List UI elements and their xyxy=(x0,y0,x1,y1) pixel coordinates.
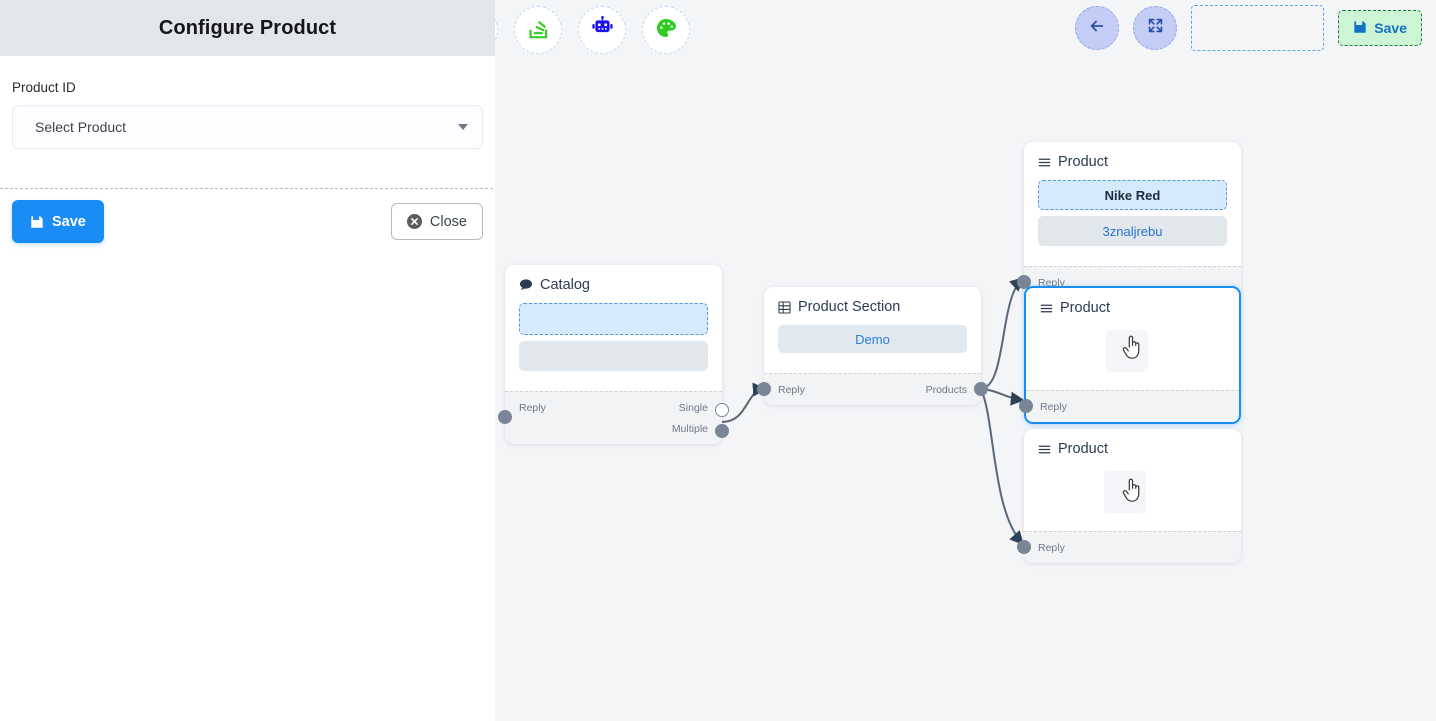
node-product-section-content: Demo xyxy=(764,319,981,373)
node-product-3-header: Product xyxy=(1024,429,1241,461)
node-product-3-footer: Reply xyxy=(1017,531,1241,563)
canvas-toolbar-right: Save xyxy=(1075,0,1422,56)
save-button[interactable]: Save xyxy=(12,200,104,243)
chevron-down-icon xyxy=(458,124,468,130)
port-label-single: Single xyxy=(678,401,708,414)
collapse-button[interactable] xyxy=(1133,6,1178,50)
tool-button-partial[interactable] xyxy=(495,6,498,54)
node-product-section-footer: Reply Products xyxy=(757,373,988,405)
port-label-reply: Reply xyxy=(519,401,546,414)
port-out-multiple[interactable] xyxy=(715,424,729,438)
robot-icon-button[interactable] xyxy=(578,6,626,54)
arrow-left-icon xyxy=(1088,17,1106,40)
port-label-reply: Reply xyxy=(1038,541,1065,554)
product-id-select[interactable]: Select Product xyxy=(12,105,483,149)
panel-footer: Save Close xyxy=(0,200,495,243)
canvas-save-button[interactable]: Save xyxy=(1338,10,1422,46)
port-label-reply: Reply xyxy=(1040,400,1067,413)
node-product-1[interactable]: Product Nike Red 3znaljrebu Reply xyxy=(1017,142,1241,298)
port-out-products[interactable] xyxy=(974,382,988,396)
stack-overflow-icon-button[interactable] xyxy=(514,6,562,54)
drop-placeholder xyxy=(1106,330,1148,372)
toolbar-placeholder-slot[interactable] xyxy=(1191,5,1325,51)
grid-icon xyxy=(778,300,791,314)
product-id-select-value: Select Product xyxy=(35,119,127,135)
node-product-3-title: Product xyxy=(1058,441,1108,457)
node-catalog-content xyxy=(505,297,722,391)
flow-canvas[interactable]: Save xyxy=(495,0,1436,721)
product-section-item-demo[interactable]: Demo xyxy=(778,325,967,353)
palette-icon xyxy=(654,16,678,45)
list-icon xyxy=(1038,443,1051,456)
port-label-reply: Reply xyxy=(778,383,805,396)
save-icon xyxy=(30,215,44,229)
node-product-section-header: Product Section xyxy=(764,287,981,319)
port-in-reply[interactable] xyxy=(1017,540,1031,554)
node-catalog-header: Catalog xyxy=(505,265,722,297)
port-in-reply[interactable] xyxy=(757,382,771,396)
canvas-save-label: Save xyxy=(1374,20,1407,36)
node-product-1-content: Nike Red 3znaljrebu xyxy=(1024,174,1241,266)
node-product-2[interactable]: Product Reply xyxy=(1019,286,1241,424)
list-icon xyxy=(1038,156,1051,169)
panel-divider xyxy=(0,188,493,189)
port-label-reply: Reply xyxy=(1038,276,1065,289)
port-label-multiple: Multiple xyxy=(671,422,708,435)
node-product-3[interactable]: Product Reply xyxy=(1017,429,1241,563)
node-catalog-title: Catalog xyxy=(540,277,590,293)
configure-product-panel: Configure Product Product ID Select Prod… xyxy=(0,0,495,721)
save-button-label: Save xyxy=(52,213,86,230)
node-product-2-title: Product xyxy=(1060,300,1110,316)
product-1-item-2[interactable]: 3znaljrebu xyxy=(1038,216,1227,246)
catalog-item-2[interactable] xyxy=(519,341,708,371)
page-title: Configure Product xyxy=(158,16,337,39)
panel-body: Product ID Select Product xyxy=(0,56,495,186)
node-product-1-header: Product xyxy=(1024,142,1241,174)
product-id-label: Product ID xyxy=(12,80,76,95)
canvas-toolbar-left xyxy=(495,0,690,60)
port-in-reply[interactable] xyxy=(1019,399,1033,413)
node-product-2-content xyxy=(1026,320,1239,390)
edge-section-to-product-1 xyxy=(980,277,1025,390)
node-product-section[interactable]: Product Section Demo Reply Products xyxy=(757,287,988,405)
node-product-section-title: Product Section xyxy=(798,299,901,315)
chat-bubble-icon xyxy=(519,278,533,292)
close-button-label: Close xyxy=(429,213,467,230)
node-catalog[interactable]: Catalog Reply Single Multiple xyxy=(498,265,729,444)
product-1-item-1[interactable]: Nike Red xyxy=(1038,180,1227,210)
robot-icon xyxy=(590,15,615,45)
save-icon xyxy=(1353,20,1367,37)
panel-header: Configure Product xyxy=(0,0,495,56)
collapse-arrows-icon xyxy=(1147,17,1164,39)
port-out-single[interactable] xyxy=(715,403,729,417)
node-product-2-footer: Reply xyxy=(1019,390,1239,422)
close-circle-icon xyxy=(406,214,422,229)
catalog-item-1[interactable] xyxy=(519,303,708,335)
port-in-reply[interactable] xyxy=(498,410,512,424)
node-catalog-footer: Reply Single Multiple xyxy=(498,391,729,444)
palette-icon-button[interactable] xyxy=(642,6,690,54)
drop-placeholder xyxy=(1104,471,1146,513)
close-button[interactable]: Close xyxy=(390,203,483,240)
node-product-2-header: Product xyxy=(1026,288,1239,320)
list-icon xyxy=(1040,302,1053,315)
node-product-1-title: Product xyxy=(1058,154,1108,170)
node-product-3-content xyxy=(1024,461,1241,531)
edge-section-to-product-3 xyxy=(980,388,1024,546)
back-button[interactable] xyxy=(1075,6,1120,50)
stack-overflow-icon xyxy=(526,16,550,45)
edge-catalog-to-product-section xyxy=(721,382,767,423)
port-label-products: Products xyxy=(925,383,967,396)
